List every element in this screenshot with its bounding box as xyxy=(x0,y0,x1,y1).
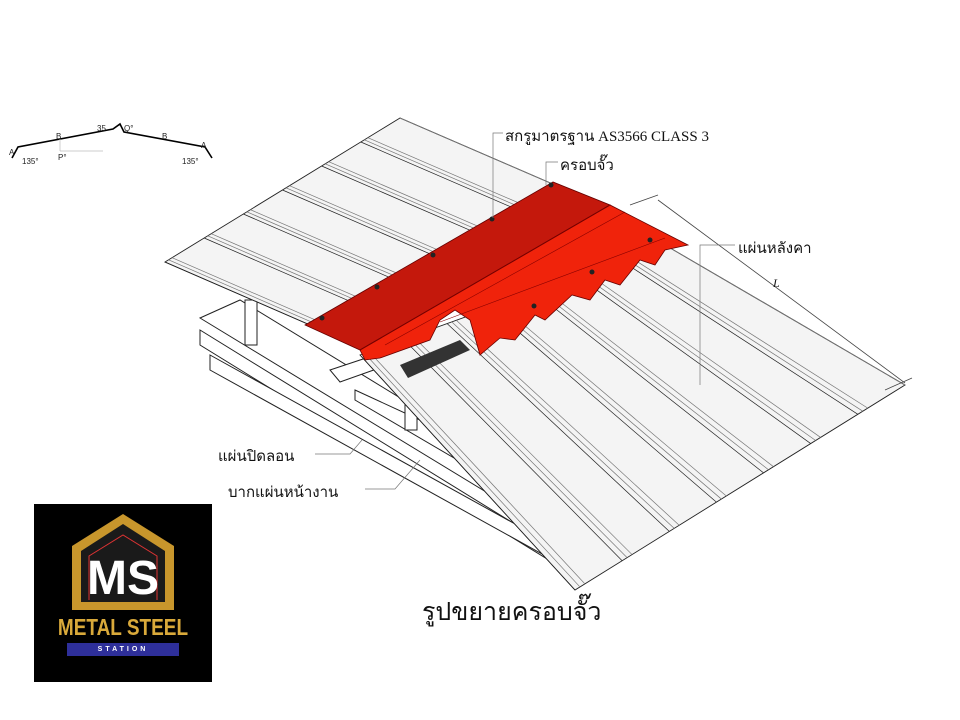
brand-logo: MS METAL STEEL STATION xyxy=(34,504,212,682)
sheet-rib xyxy=(250,209,400,275)
sheet-rib xyxy=(364,353,581,588)
sheet-rib xyxy=(328,161,481,228)
leader-lines xyxy=(315,132,735,490)
profile-angle-right: 135° xyxy=(182,157,199,166)
screw-icon xyxy=(489,216,495,222)
sheet-rib xyxy=(630,257,868,409)
logo-mark: MS xyxy=(87,552,159,605)
sheet-rib xyxy=(403,339,623,561)
screw-icon xyxy=(430,252,436,258)
sheet-rib xyxy=(364,139,518,207)
sheet-rib xyxy=(359,354,576,591)
left-roof-sheet xyxy=(164,117,557,326)
closure-foam xyxy=(400,340,470,378)
sheet-rib xyxy=(282,189,433,256)
profile-b-right: B xyxy=(162,132,168,141)
screw-icon xyxy=(548,182,554,188)
diagram-title: รูปขยายครอบจั๊ว xyxy=(422,599,602,626)
sheet-rib xyxy=(360,141,515,209)
length-dimension xyxy=(629,194,913,391)
logo-sub: STATION xyxy=(67,643,179,656)
sheet-rib xyxy=(367,137,522,205)
sheet-rib xyxy=(399,117,556,186)
sheet-rib xyxy=(577,276,811,444)
sheet-rib xyxy=(168,259,314,324)
screw-icon xyxy=(589,269,595,275)
profile-a-right: A xyxy=(201,141,207,150)
screw-icon xyxy=(319,315,325,321)
sheet-rib xyxy=(664,244,906,386)
sheet-rib xyxy=(325,163,478,230)
sheet-rib xyxy=(285,187,437,254)
sheet-rib xyxy=(368,351,586,585)
sheet-rib xyxy=(204,237,351,302)
sheet-rib xyxy=(538,290,769,471)
sheet-rib xyxy=(407,337,628,558)
sheet-rib xyxy=(621,260,859,415)
sheet-rib xyxy=(543,288,774,467)
profile-b-left: B xyxy=(56,132,62,141)
sheet-rib xyxy=(164,261,311,326)
sheet-rib xyxy=(412,335,633,555)
sheet-rib xyxy=(499,304,727,497)
screws xyxy=(319,182,653,321)
profile-angle-p: P° xyxy=(58,153,67,162)
screw-icon xyxy=(374,284,380,290)
sheet-rib xyxy=(289,185,440,252)
profile-angle-top: 35 xyxy=(97,124,106,133)
screw-icon xyxy=(647,237,653,243)
house-ms-icon: MS xyxy=(72,514,174,610)
sheet-rib xyxy=(495,305,722,500)
label-roof-sheet: แผ่นหลังคา xyxy=(738,241,812,257)
label-ridge-cap: ครอบจั๊ว xyxy=(560,158,614,174)
label-length: L xyxy=(773,276,780,290)
sheet-rib xyxy=(625,258,863,412)
sheet-rib xyxy=(446,323,670,532)
label-closure: แผ่นปิดลอน xyxy=(218,449,295,465)
sheet-rib xyxy=(582,274,816,441)
label-screw: สกรูมาตรฐาน AS3566 CLASS 3 xyxy=(505,129,709,145)
sheet-rib xyxy=(171,257,318,322)
sheet-rib xyxy=(207,235,355,300)
logo-name: METAL STEEL xyxy=(57,615,189,641)
sheet-rib xyxy=(456,320,680,526)
profile-angle-left: 135° xyxy=(22,157,39,166)
ridge-cap xyxy=(304,181,690,361)
sheet-rib xyxy=(451,321,675,529)
sheet-rib xyxy=(243,213,392,279)
profile-a-left: A xyxy=(9,148,15,157)
sheet-rib xyxy=(490,307,717,503)
label-flashing: บากแผ่นหน้างาน xyxy=(228,485,339,501)
sheet-rib xyxy=(246,211,396,277)
sheet-rib xyxy=(321,165,474,232)
sheet-rib xyxy=(586,272,821,438)
profile-sketch xyxy=(11,122,213,159)
sheet-rib xyxy=(211,233,359,298)
screw-icon xyxy=(531,303,537,309)
sheet-rib xyxy=(534,291,764,474)
profile-angle-q: Q° xyxy=(124,124,134,133)
